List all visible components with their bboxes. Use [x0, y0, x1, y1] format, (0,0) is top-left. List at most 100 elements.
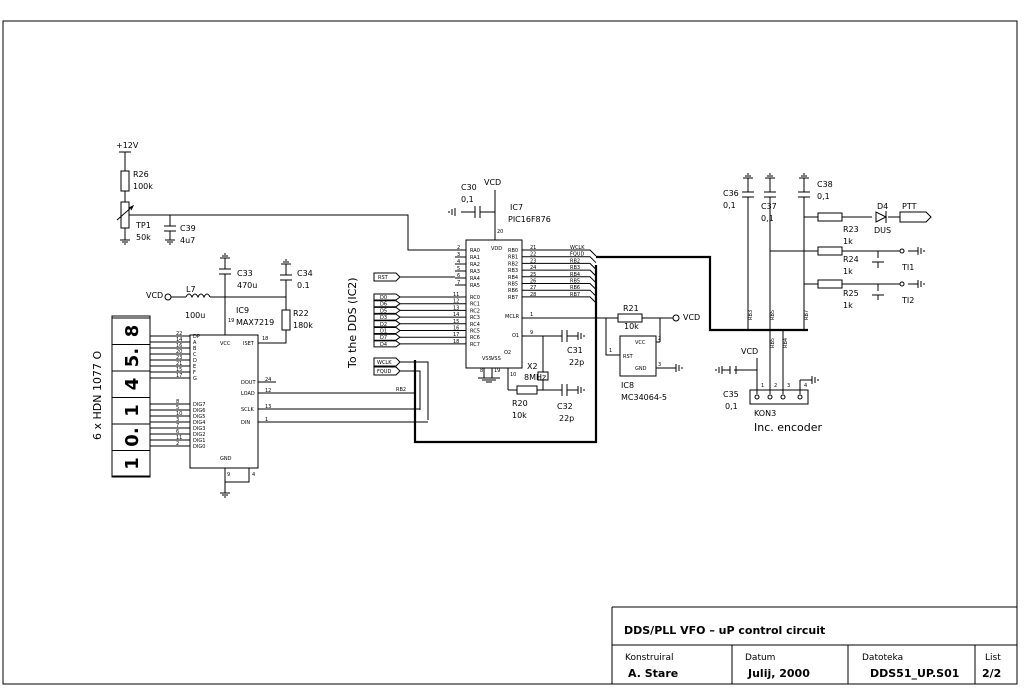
oscillator-section: X2 8MHz R20 10k C31 22p C32 22p [512, 330, 585, 423]
rb2-net: RB2 [396, 387, 406, 393]
c36-value: 0,1 [723, 201, 736, 210]
rb-net-label: RB5 [570, 279, 580, 285]
r22-value: 180k [293, 321, 313, 330]
pic-pin-rc3: RC3 [470, 315, 480, 321]
max-pin-f: F [193, 370, 196, 376]
dds-bus-tag [373, 320, 401, 328]
r20-value: 10k [512, 411, 527, 420]
max-pin-dig3: DIG3 [193, 426, 205, 432]
c38-ref: C38 [817, 180, 833, 189]
dds-bus-d4: D4 [380, 342, 387, 348]
max-pin-num: 1 [265, 417, 268, 423]
r21-vcd-label: VCD [683, 313, 700, 322]
c37-ref: C37 [761, 202, 777, 211]
ptt-label: PTT [902, 202, 917, 211]
rb5-net: RB5 [770, 338, 776, 348]
ic9-gnd: GND [220, 456, 232, 462]
ti1-label: TI1 [901, 263, 914, 272]
pic-pin-rb7: RB7 [508, 295, 518, 301]
max-pin-num: 7 [176, 423, 179, 429]
pic-pin-num: 22 [530, 252, 536, 258]
pic-pin-rb4: RB4 [508, 275, 518, 281]
max-pin-num: 22 [176, 331, 182, 337]
dds-bus-d6: D6 [380, 302, 387, 308]
c38-value: 0,1 [817, 192, 830, 201]
r25-value: 1k [843, 301, 853, 310]
rb-net-label: RB6 [570, 285, 580, 291]
display-digit: 1 [122, 457, 143, 470]
pic-pin-rc0: RC0 [470, 295, 480, 301]
ic8-body [619, 335, 657, 377]
display-label: 6 x HDN 1077 O [91, 351, 104, 440]
r26-resistor [120, 170, 130, 192]
pic-pin-num: 13 [453, 305, 459, 311]
ic7-pin9: 9 [530, 330, 533, 336]
ic9-iset-num: 18 [262, 336, 268, 342]
file-value: DDS51_UP.S01 [870, 667, 959, 680]
max-pin-dig2: DIG2 [193, 432, 205, 438]
date-label: Datum [745, 653, 775, 663]
c30-value: 0,1 [461, 195, 474, 204]
ic9-digit-pins: DIG78DIG65DIG510DIG43DIG37DIG26DIG111DIG… [176, 399, 205, 450]
ic7-vdd: VDD [491, 246, 502, 252]
max-pin-e: E [193, 364, 196, 370]
supply-12v-label: +12V [116, 141, 139, 150]
pic-pin-num: 23 [530, 258, 536, 264]
max-pin-num: 11 [176, 435, 182, 441]
kon3-encoder: VCD C35 0,1 1 2 3 4 KON3 Inc. encoder [715, 347, 823, 434]
c33-ref: C33 [237, 269, 253, 278]
ic7-vss-b: VSS [491, 356, 501, 362]
pic-pin-ra1: RA1 [470, 255, 480, 261]
dds-bus-d1: D1 [380, 329, 387, 335]
c34-ref: C34 [297, 269, 313, 278]
display-digit: 5. [122, 348, 143, 367]
rb-net-label: FQUD [570, 252, 584, 258]
vcd-node-r21 [672, 314, 680, 322]
rb-net-label: WCLK [570, 245, 585, 251]
c31-ref: C31 [567, 346, 583, 355]
rb-net-label: RB2 [570, 258, 580, 264]
kon3-body [749, 389, 809, 405]
ic8-value: MC34064-5 [621, 393, 667, 402]
display-frame [111, 315, 151, 477]
c34-value: 0.1 [297, 281, 310, 290]
l7-vcd-label: VCD [146, 291, 163, 300]
r20-ref: R20 [512, 399, 528, 408]
pic-pin-ra0: RA0 [470, 248, 480, 254]
pic-pin-ra4: RA4 [470, 276, 480, 282]
dds-bus-d7: D7 [380, 335, 387, 341]
max-pin-num: 23 [176, 355, 182, 361]
pic-rb-wire [522, 256, 597, 264]
ic9-vcc: VCC [220, 341, 231, 347]
pic-rb-wire [522, 289, 597, 297]
max-pin-num: 20 [176, 349, 182, 355]
c30-ref: C30 [461, 183, 477, 192]
kon3-value: Inc. encoder [754, 421, 823, 434]
pic-rb-wire [522, 249, 597, 257]
ic9-iset: ISET [243, 341, 255, 347]
io-section: C36 0,1 C37 0,1 C38 0,1 R23 1k D4 DUS PT… [723, 173, 932, 310]
dds-bus-d3: D3 [380, 315, 387, 321]
ic9-max7219: VCD L7 100u C33 470u C34 0.1 R22 180k 18… [146, 253, 428, 498]
title-block: DDS/PLL VFO – uP control circuit Konstru… [611, 606, 1017, 684]
fqud-tag [373, 366, 401, 376]
pic-pin-rb3: RB3 [508, 268, 518, 274]
rb-net-label: RB7 [570, 292, 580, 298]
max-pin-num: 24 [265, 377, 271, 383]
max-pin-dout: DOUT [241, 380, 256, 386]
tp1-value: 50k [136, 233, 151, 242]
dds-bus-tag [373, 293, 401, 301]
r23-value: 1k [843, 237, 853, 246]
pic-pin-num: 7 [457, 280, 460, 286]
wclk-tag [373, 357, 401, 367]
kon3-pin1 [754, 394, 760, 400]
dds-note: To the DDS (IC2) [346, 277, 359, 369]
ic8-rst: RST [623, 354, 634, 360]
ic8-pin1: 1 [609, 348, 612, 354]
c39-ref: C39 [180, 224, 196, 233]
vcd-node-l7 [164, 293, 172, 301]
kon3-n2: 2 [774, 383, 777, 389]
pic-pin-num: 15 [453, 319, 459, 325]
